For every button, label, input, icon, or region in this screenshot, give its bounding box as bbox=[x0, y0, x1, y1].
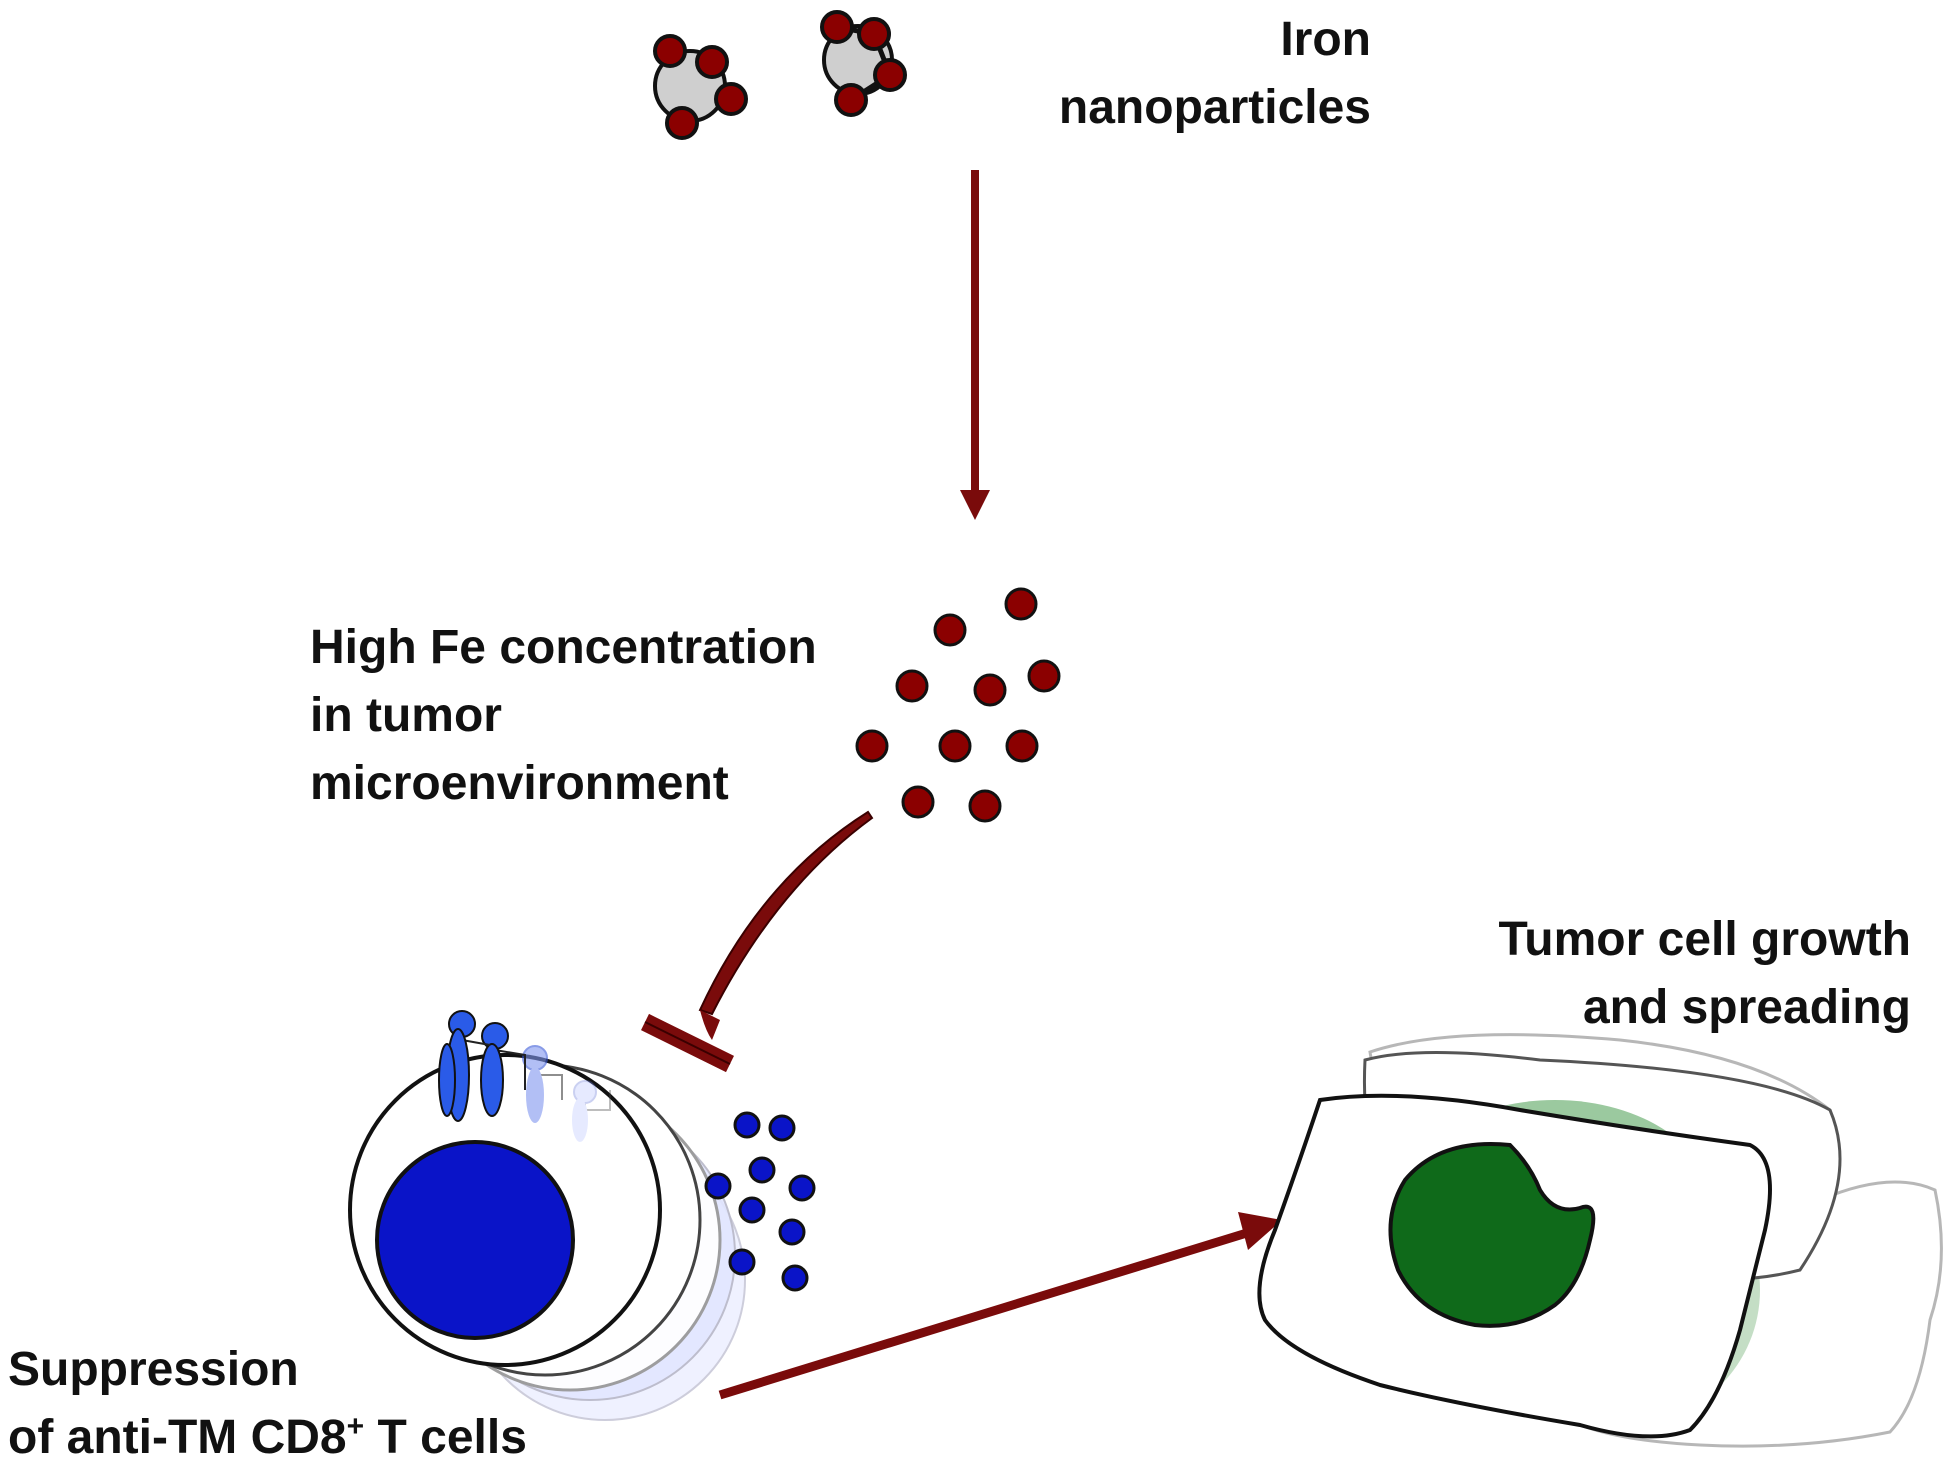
tumor-cell-nucleus bbox=[1388, 1142, 1596, 1328]
cytokine-dot bbox=[781, 1264, 809, 1292]
label-suppression-line2-post: T cells bbox=[364, 1411, 527, 1464]
label-suppression-line2-pre: of anti-TM CD8 bbox=[8, 1411, 347, 1464]
label-high-fe: High Fe concentration in tumor microenvi… bbox=[310, 614, 817, 818]
inhibition-arrow bbox=[641, 810, 874, 1073]
arrow-nanoparticles-to-fe bbox=[960, 170, 990, 520]
t-cell-receptors bbox=[438, 1010, 611, 1142]
arrow-tcell-to-tumor bbox=[718, 1212, 1282, 1400]
label-high-fe-line2: in tumor bbox=[310, 689, 502, 742]
label-high-fe-line1: High Fe concentration bbox=[310, 621, 817, 674]
iron-nanoparticle-2 bbox=[820, 10, 907, 117]
cytokine-dot bbox=[738, 1196, 766, 1224]
fe-ion bbox=[1004, 587, 1038, 621]
cytokine-dot bbox=[733, 1111, 761, 1139]
t-cell-nucleus bbox=[375, 1140, 575, 1340]
fe-ion bbox=[973, 673, 1007, 707]
label-tumor-line1: Tumor cell growth bbox=[1498, 913, 1911, 966]
fe-ion bbox=[895, 669, 929, 703]
cytokine-dot bbox=[778, 1218, 806, 1246]
fe-ion bbox=[933, 613, 967, 647]
tumor-cell-group bbox=[1257, 1033, 1943, 1448]
cytokine-dot bbox=[768, 1114, 796, 1142]
label-high-fe-line3: microenvironment bbox=[310, 757, 729, 810]
label-iron-nanoparticles: Iron nanoparticles bbox=[1059, 6, 1371, 142]
cytokine-cluster bbox=[704, 1111, 816, 1292]
fe-ion bbox=[1005, 729, 1039, 763]
label-suppression-line2: of anti-TM CD8+ T cells bbox=[8, 1404, 527, 1472]
fe-ion bbox=[1027, 659, 1061, 693]
label-suppression: Suppression of anti-TM CD8+ T cells bbox=[8, 1336, 527, 1472]
fe-ion bbox=[901, 785, 935, 819]
label-tumor-line2: and spreading bbox=[1582, 981, 1911, 1034]
cytokine-dot bbox=[748, 1156, 776, 1184]
fe-ion bbox=[855, 729, 889, 763]
cytokine-dot bbox=[788, 1174, 816, 1202]
fe-ion-cluster bbox=[855, 587, 1061, 823]
cytokine-dot bbox=[728, 1248, 756, 1276]
label-suppression-line1: Suppression bbox=[8, 1343, 299, 1396]
cytokine-dot bbox=[704, 1172, 732, 1200]
label-suppression-sup: + bbox=[346, 1410, 365, 1443]
label-tumor-growth: Tumor cell growth and spreading bbox=[1499, 906, 1911, 1042]
iron-nanoparticle-1 bbox=[653, 34, 748, 140]
label-iron-line2: nanoparticles bbox=[1058, 81, 1371, 134]
label-iron-line1: Iron bbox=[1280, 13, 1371, 66]
fe-ion bbox=[938, 729, 972, 763]
t-cell-group bbox=[348, 1010, 746, 1421]
fe-ion bbox=[968, 789, 1002, 823]
